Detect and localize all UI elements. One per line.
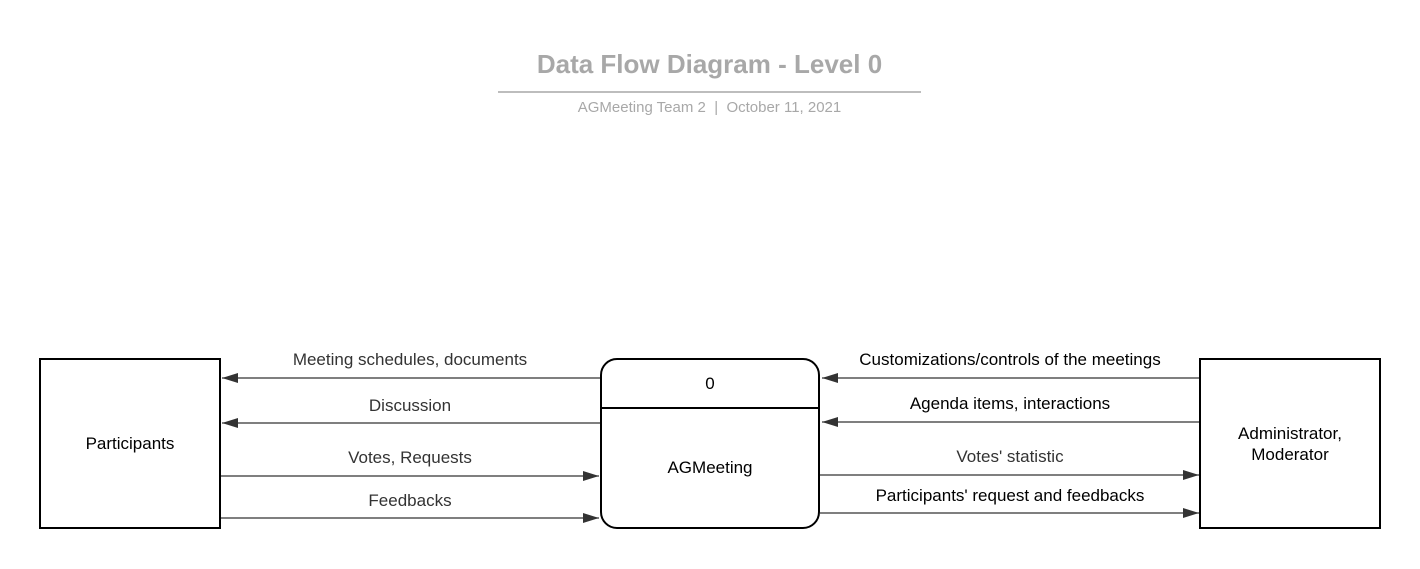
administrator-label: Administrator, Moderator [1238,423,1342,464]
flow-label-agenda-items: Agenda items, interactions [909,394,1111,413]
diagram-subtitle: AGMeeting Team 2 | October 11, 2021 [577,99,842,116]
flow-label-votes-requests: Votes, Requests [348,448,472,467]
participants-label: Participants [85,434,175,453]
flow-label-customizations: Customizations/controls of the meetings [859,350,1161,369]
process-name: AGMeeting [667,458,753,477]
flow-label-discussion: Discussion [368,396,452,415]
flow-label-votes-statistic: Votes' statistic [956,447,1064,466]
flow-label-meeting-schedules: Meeting schedules, documents [292,350,528,369]
participants-entity[interactable]: Participants [39,358,221,529]
process-divider [602,407,818,409]
flow-label-participants-request: Participants' request and feedbacks [875,486,1145,505]
administrator-entity[interactable]: Administrator, Moderator [1199,358,1381,529]
title-divider [498,91,921,93]
agmeeting-process[interactable]: 0 AGMeeting [600,358,820,529]
flow-label-feedbacks: Feedbacks [368,491,452,510]
diagram-title: Data Flow Diagram - Level 0 [536,49,883,79]
process-id: 0 [705,373,715,393]
